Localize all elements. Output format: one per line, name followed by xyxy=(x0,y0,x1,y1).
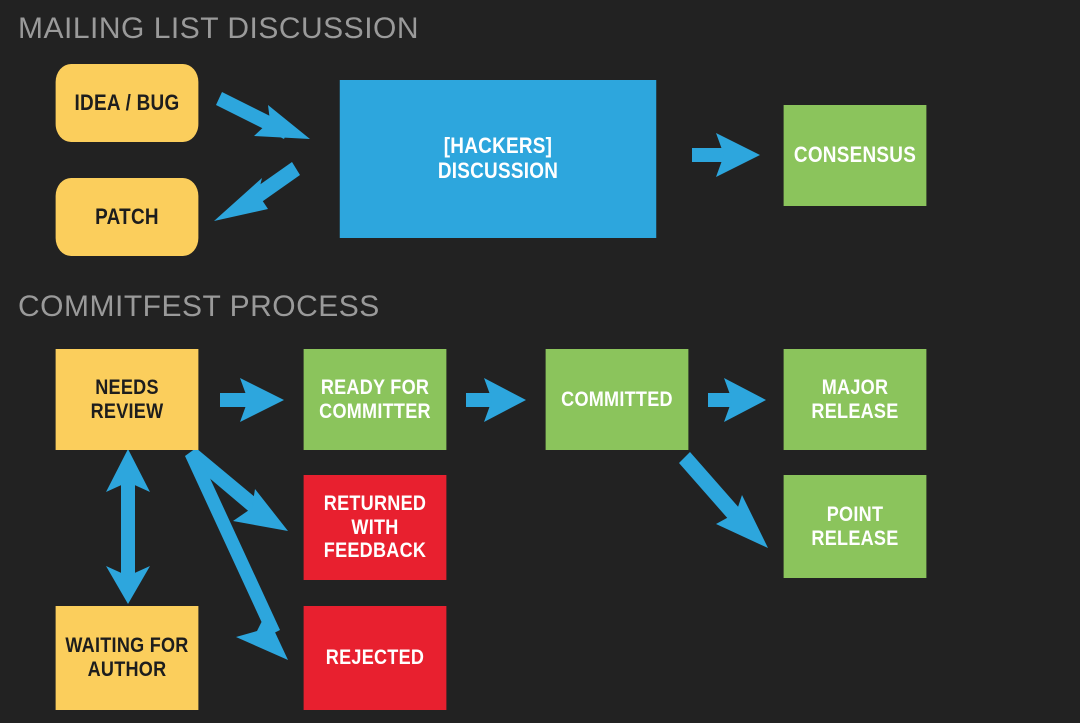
arrow-committed-to-major xyxy=(708,378,766,422)
arrow-needsreview-to-rejected xyxy=(185,448,288,660)
node-hackers-discussion-label: [HACKERS]DISCUSSION xyxy=(437,133,559,183)
arrow-idea-to-discussion xyxy=(216,92,310,139)
node-idea-bug-label: IDEA / BUG xyxy=(74,89,180,115)
node-committed-label: COMMITTED xyxy=(561,387,673,411)
arrow-discussion-to-consensus xyxy=(692,133,760,177)
node-patch[interactable]: PATCH xyxy=(55,178,199,256)
node-needs-review-label: NEEDS REVIEW xyxy=(90,375,164,423)
section-title-commitfest: COMMITFEST PROCESS xyxy=(18,290,380,323)
arrow-discussion-to-patch xyxy=(214,162,300,221)
arrow-committed-to-point xyxy=(679,452,768,548)
section-title-mailing-list: MAILING LIST DISCUSSION xyxy=(18,12,420,45)
node-patch-label: PATCH xyxy=(95,203,159,229)
node-hackers-discussion[interactable]: [HACKERS]DISCUSSION xyxy=(339,80,657,238)
node-consensus-label: CONSENSUS xyxy=(793,142,917,168)
arrow-ready-to-committed xyxy=(466,378,526,422)
node-rejected-label: REJECTED xyxy=(325,646,425,670)
arrow-needsreview-to-returned xyxy=(188,448,288,531)
node-rejected[interactable]: REJECTED xyxy=(303,606,447,710)
node-consensus[interactable]: CONSENSUS xyxy=(783,105,927,206)
arrow-needsreview-to-ready xyxy=(220,378,284,422)
arrow-needsreview-waitingforauthor xyxy=(106,449,150,604)
node-needs-review[interactable]: NEEDS REVIEW xyxy=(55,349,199,450)
node-committed[interactable]: COMMITTED xyxy=(545,349,689,450)
node-idea-bug[interactable]: IDEA / BUG xyxy=(55,64,199,142)
